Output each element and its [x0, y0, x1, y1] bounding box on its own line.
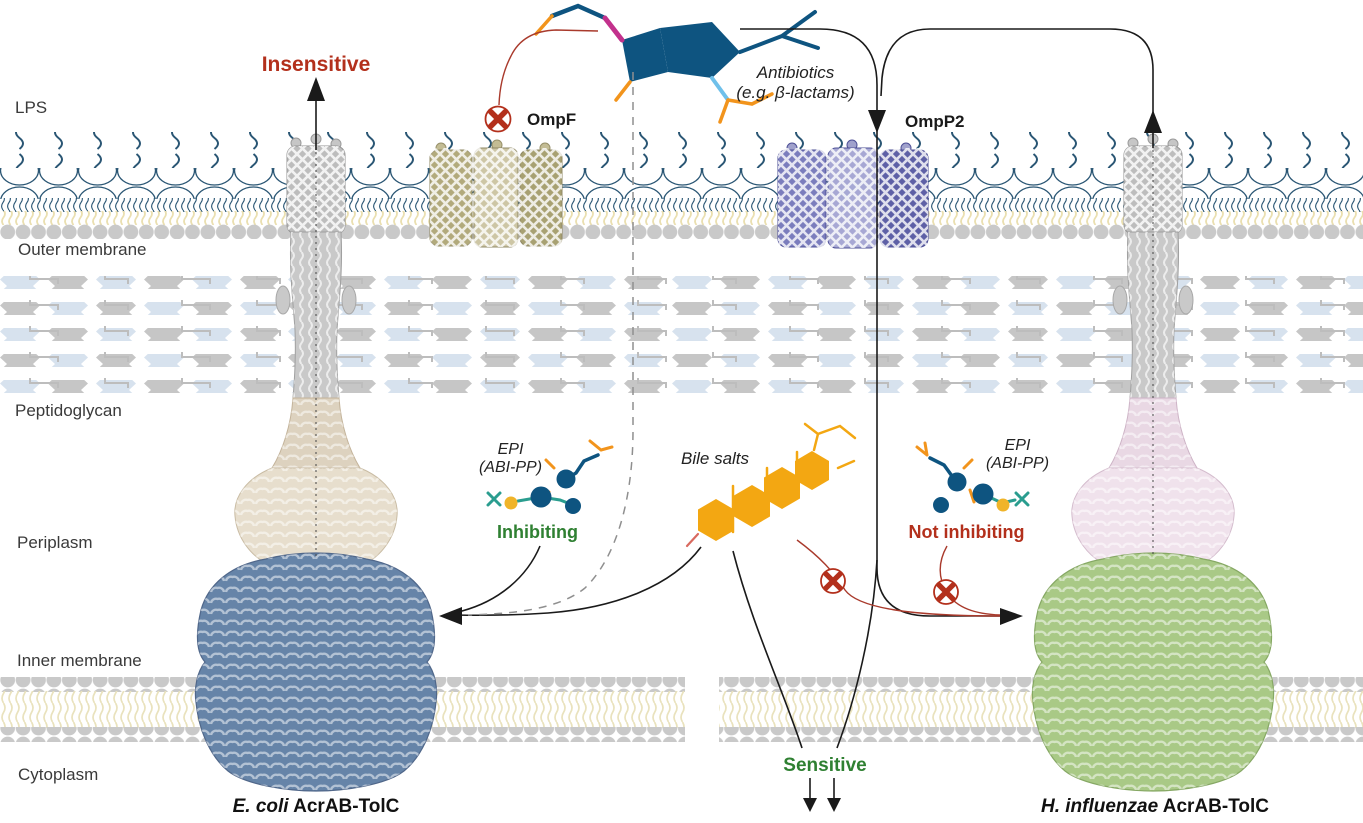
antibiotics-label-line2: (e.g. β-lactams)	[736, 83, 855, 102]
epi-right-label-line2: (ABI-PP)	[985, 455, 1050, 472]
acrb-right	[1031, 552, 1275, 792]
bile-salt-molecule	[685, 422, 857, 548]
layer-label-outer-membrane: Outer membrane	[18, 240, 147, 259]
arrowheads	[307, 77, 1162, 812]
epi-right-label: EPI (ABI-PP)	[955, 437, 1080, 473]
antibiotic-ompf-blocked-path	[498, 29, 599, 106]
epi-left-label-line2: (ABI-PP)	[478, 459, 543, 476]
ompp2-entry-arrowhead	[868, 110, 886, 133]
insensitive-label: Insensitive	[261, 53, 371, 76]
epi-left-label: EPI (ABI-PP)	[448, 441, 573, 477]
antibiotic-entry-path	[740, 28, 1002, 617]
antibiotic-sensitive-path	[836, 559, 878, 749]
blocked-icon-ompf	[484, 105, 512, 133]
sensitive-label: Sensitive	[783, 755, 867, 776]
antibiotics-label: Antibiotics (e.g. β-lactams)	[703, 63, 888, 103]
epi-left-label-line1: EPI	[497, 441, 524, 458]
layer-label-lps: LPS	[15, 98, 48, 117]
layer-label-cytoplasm: Cytoplasm	[18, 765, 99, 784]
ompf-label: OmpF	[527, 110, 577, 129]
epi-inhibiting-path	[443, 545, 541, 616]
left-pump-caption: E. coli AcrAB-TolC	[160, 796, 472, 818]
layer-label-inner-membrane: Inner membrane	[17, 651, 142, 670]
ompp2-label: OmpP2	[905, 112, 965, 131]
blocked-icon-epi	[933, 579, 959, 605]
epi-right-label-line1: EPI	[1004, 437, 1031, 454]
epi-molecule-left	[486, 439, 614, 514]
bile-to-left-pump-path	[454, 546, 702, 617]
tolc-right-exit-arrowhead	[1144, 110, 1162, 133]
layer-label-periplasm: Periplasm	[17, 533, 93, 552]
layer-label-peptidoglycan: Peptidoglycan	[15, 401, 122, 420]
efflux-recycle-path	[880, 28, 1154, 148]
blocked-icon-bile	[820, 568, 846, 594]
right-pump-entry-arrowhead	[1000, 608, 1023, 625]
inner-membrane-gap	[685, 674, 719, 745]
antibiotic-molecule	[534, 3, 820, 124]
left-pump-entry-arrowhead	[439, 607, 462, 625]
bile-salts-label: Bile salts	[681, 449, 750, 468]
right-pump-caption: H. influenzae AcrAB-TolC	[995, 796, 1315, 818]
epi-molecule-right	[915, 441, 1030, 513]
right-complex-name: AcrAB-TolC	[1158, 796, 1269, 817]
acrb-left	[194, 552, 438, 792]
left-complex-name: AcrAB-TolC	[288, 796, 400, 817]
inhibiting-label: Inhibiting	[497, 522, 578, 542]
sensitive-arrowhead-1	[803, 798, 817, 812]
bile-sensitive-path	[732, 550, 803, 749]
sensitive-arrowhead-2	[827, 798, 841, 812]
ompp2-porin	[777, 139, 929, 249]
antibiotic-bypass-dashed-path	[467, 72, 634, 616]
bile-right-blocked-path	[796, 539, 1001, 617]
insensitive-arrowhead	[307, 77, 325, 101]
ompf-porin	[429, 139, 563, 248]
antibiotics-label-line1: Antibiotics	[756, 63, 835, 82]
right-species-name: H. influenzae	[1040, 796, 1159, 817]
not-inhibiting-label: Not inhibiting	[908, 522, 1025, 542]
left-species-name: E. coli	[232, 796, 289, 817]
